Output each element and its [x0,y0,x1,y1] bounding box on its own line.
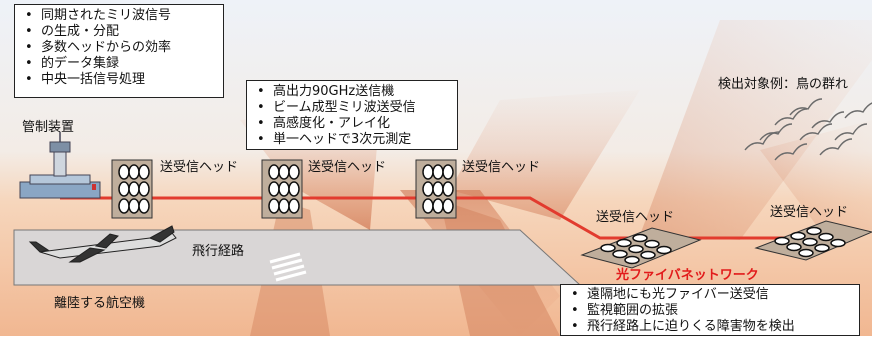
feature-box-head: 高出力90GHz送信機 ビーム成型ミリ波送受信 高感度化・アレイ化 単一ヘッドで… [246,80,458,150]
beam-3 [450,90,640,220]
target-label: 検出対象例：鳥の群れ [718,77,849,92]
feature-box-fiber: 遠隔地にも光ファイバー送受信 監視範囲の拡張 飛行経路上に迫りくる障害物を検出 [560,284,860,336]
control-label: 管制装置 [22,120,75,135]
head-2-icon [261,159,303,219]
list-item: 中央一括信号処理 [21,72,217,88]
list-item: 監視範囲の拡張 [567,303,853,319]
head-4-label: 送受信ヘッド [596,210,675,225]
list-item: ビーム成型ミリ波送受信 [253,100,451,116]
beam-right-2 [760,120,872,230]
list-item: 飛行経路上に迫りくる障害物を検出 [567,319,853,335]
flight-path-label: 飛行経路 [192,244,245,259]
list-item: 高感度化・アレイ化 [253,116,451,132]
control-tower-icon [19,132,101,199]
runway-marks [269,252,307,282]
head-2-label: 送受信ヘッド [308,160,387,175]
list-item: の生成・分配 [21,24,217,40]
head-4-icon [580,227,702,269]
list-item: 高出力90GHz送信機 [253,84,451,100]
fiber-network-label: 光ファイバネットワーク [616,268,759,283]
head-1-icon [111,159,153,219]
head-3-icon [415,159,457,219]
list-item: 遠隔地にも光ファイバー送受信 [567,287,853,303]
head-5-label: 送受信ヘッド [770,205,849,220]
feature-box-central: 同期されたミリ波信号 の生成・分配 多数ヘッドからの効率 的データ集録 中央一括… [14,4,224,98]
head-5-icon [754,220,872,261]
runway [13,229,582,286]
beam-right-1 [640,20,872,240]
departing-aircraft-label: 離陸する航空機 [54,296,146,311]
list-item: 的データ集録 [21,56,217,72]
head-1-label: 送受信ヘッド [160,160,239,175]
head-3-label: 送受信ヘッド [462,160,541,175]
list-item: 同期されたミリ波信号 [21,8,217,24]
airplane-icon [28,225,177,263]
birds-icon [744,98,872,161]
list-item: 単一ヘッドで3次元測定 [253,132,451,148]
list-item: 多数ヘッドからの効率 [21,40,217,56]
